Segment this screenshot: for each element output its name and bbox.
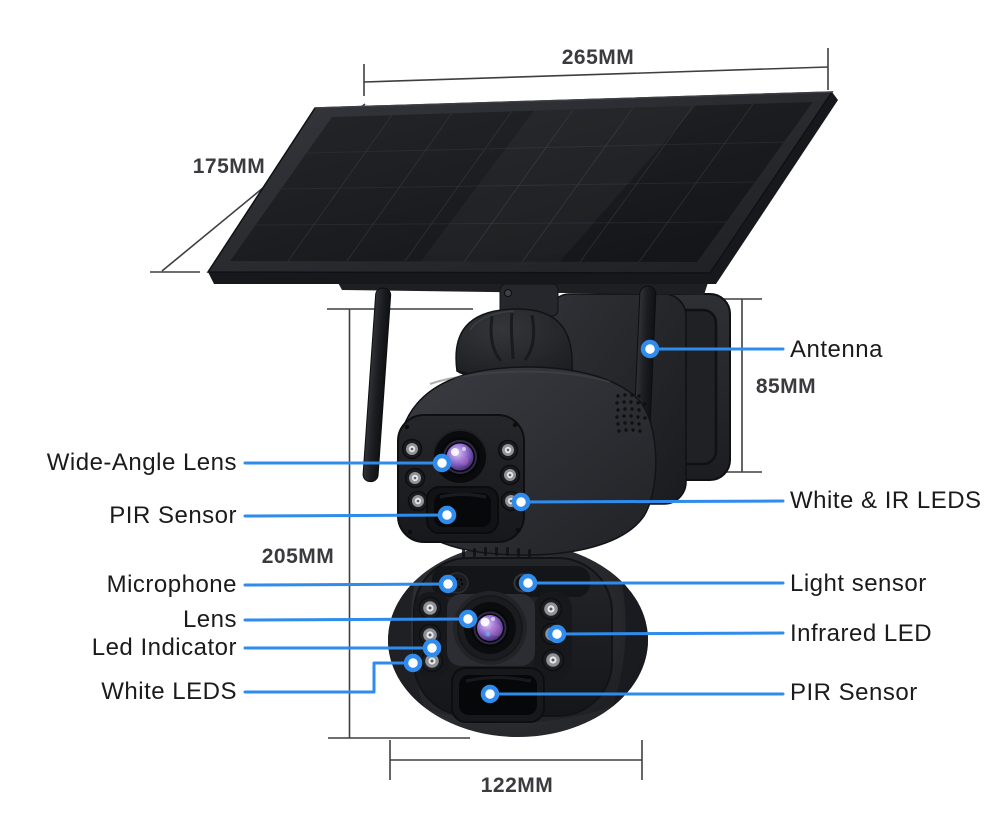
callout-marker-white-ir-leds — [511, 492, 531, 512]
label-pir-sensor-upper: PIR Sensor — [109, 502, 237, 529]
dim-label-camera-height: 205MM — [261, 545, 335, 568]
white-ir-led — [407, 490, 429, 512]
white-ir-led — [404, 467, 426, 489]
callout-marker-pir-lower — [480, 684, 500, 704]
callout-marker-antenna — [640, 339, 660, 359]
solar-panel — [206, 91, 838, 284]
white-ir-led — [499, 464, 521, 486]
callout-lines — [243, 347, 785, 696]
label-white-leds: White LEDS — [101, 678, 237, 705]
label-pir-sensor-lower: PIR Sensor — [790, 679, 918, 706]
dim-camera-height — [327, 308, 473, 739]
label-wide-angle-lens: Wide-Angle Lens — [46, 449, 237, 476]
callout-line-infrared-led — [555, 631, 785, 636]
dim-label-antenna-height: 85MM — [755, 375, 817, 398]
infrared-led — [541, 648, 565, 672]
label-antenna: Antenna — [790, 336, 883, 363]
callout-line-white-leds — [243, 661, 415, 694]
panel-grid — [255, 103, 785, 262]
zoom-lens — [453, 591, 527, 665]
label-lens: Lens — [182, 606, 237, 633]
label-white-ir-leds: White & IR LEDS — [790, 487, 982, 514]
mount-screw — [504, 289, 512, 297]
callout-marker-lens — [458, 609, 478, 629]
dim-label-base-width: 122MM — [480, 774, 554, 797]
callout-marker-wide-angle-lens — [432, 453, 452, 473]
speaker-holes — [615, 393, 647, 433]
white-ir-led — [497, 439, 519, 461]
antenna-left — [362, 287, 392, 483]
white-led — [418, 596, 442, 620]
front-plate-upper — [397, 414, 525, 543]
dim-base-width — [389, 740, 643, 780]
white-ir-led — [401, 438, 423, 460]
pir-window-upper — [426, 486, 499, 534]
callout-marker-infrared-led — [547, 624, 567, 644]
vent-slits — [462, 547, 531, 558]
label-infrared-led: Infrared LED — [790, 620, 933, 647]
callout-marker-light-sensor — [518, 573, 538, 593]
dim-panel-width — [363, 48, 829, 96]
label-microphone: Microphone — [106, 571, 237, 598]
label-light-sensor: Light sensor — [790, 570, 927, 597]
callout-line-microphone — [243, 582, 450, 587]
dim-label-panel-width: 265MM — [561, 46, 635, 69]
infrared-led — [539, 597, 563, 621]
callout-line-lens — [243, 617, 470, 622]
callout-marker-led-indicator — [422, 638, 442, 658]
callout-line-pir-upper — [243, 513, 449, 518]
callout-line-white-ir-leds — [519, 499, 785, 504]
callout-marker-pir-upper — [437, 505, 457, 525]
dim-label-panel-depth: 175MM — [192, 155, 266, 178]
dim-antenna-height — [722, 298, 762, 473]
label-led-indicator: Led Indicator — [91, 634, 237, 661]
callout-marker-white-leds — [403, 653, 423, 673]
callout-marker-microphone — [438, 574, 458, 594]
callout-markers — [403, 339, 660, 704]
